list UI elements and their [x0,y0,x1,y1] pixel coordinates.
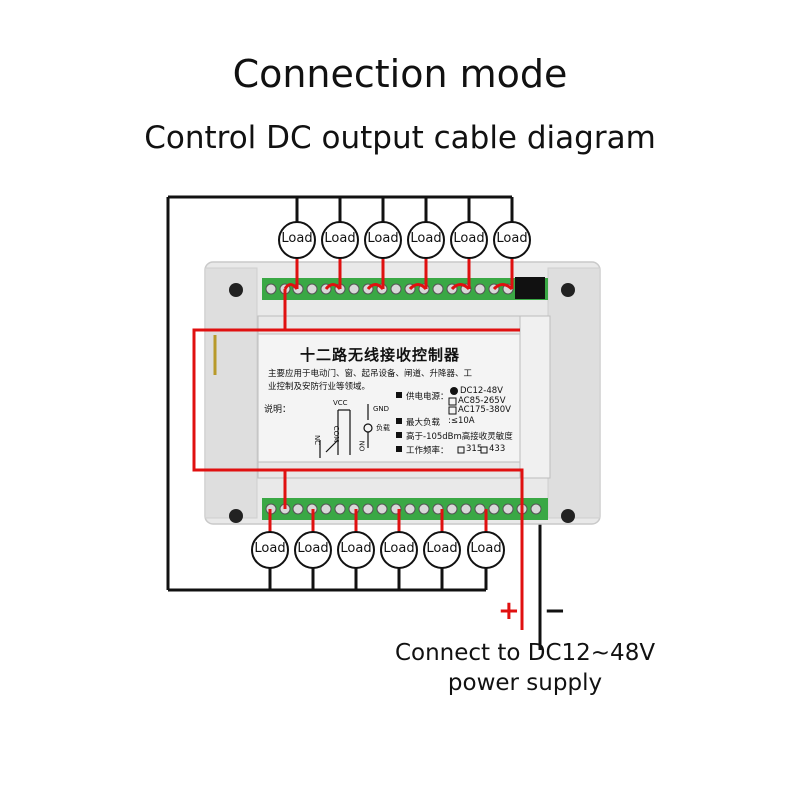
max-load-value: :≤10A [448,416,475,426]
load-circle [251,531,289,569]
load-circle [294,531,332,569]
bottom-load-red-wires [268,509,488,532]
load-circle [337,531,375,569]
antenna-connector [515,277,545,299]
dc-selected-dot [450,387,458,395]
sensitivity-spec: 高于-105dBm高接收灵敏度 [406,432,513,442]
load-label-bottom-1: Load [254,541,286,556]
load-label-bottom-3: Load [340,541,372,556]
load-label-top-4: Load [410,231,442,246]
load-label-top-5: Load [453,231,485,246]
top-terminal-jumpers [283,283,514,291]
pin-com: COM [332,425,341,443]
board-title: 十二路无线接收控制器 [300,346,461,364]
power-caption-line2: power supply [447,670,603,696]
load-cn-label: 负载 [376,424,390,432]
power-select-boxes [396,392,402,452]
mount-hole [561,283,575,297]
bottom-load-black-drops [268,568,488,590]
power-label: 供电电源： [406,392,449,402]
board-note-label: 说明： [264,405,292,415]
load-circle [450,221,488,259]
pin-no: NO [357,440,366,452]
load-label-top-3: Load [367,231,399,246]
top-loads [278,221,531,259]
board-description: 主要应用于电动门、窗、起吊设备、闸道、升降器、工业控制及安防行业等领域。 [268,369,473,392]
pin-nc: NC [313,434,322,446]
label-panel [257,315,521,479]
mount-hole [229,509,243,523]
load-circle [423,531,461,569]
load-circle [493,221,531,259]
load-circle [467,531,505,569]
red-common-loop [192,289,524,630]
pin-vcc: VCC [333,399,348,407]
load-circle [321,221,359,259]
freq-option-315: 315 [466,444,483,454]
power-option-dc: DC12-48V [460,386,503,396]
load-circle [278,221,316,259]
load-circle [407,221,445,259]
power-option-ac1: AC85-265V [458,396,506,406]
top-load-black-drops [295,197,514,222]
freq-label: 工作频率： [406,446,449,456]
load-label-bottom-2: Load [297,541,329,556]
bottom-terminal-screws [265,503,542,515]
load-label-bottom-4: Load [383,541,415,556]
mount-hole [561,509,575,523]
load-circle [364,221,402,259]
side-panel [519,315,551,479]
load-label-top-1: Load [281,231,313,246]
positive-terminal-sign: + [498,596,520,626]
page-title: Connection mode [232,52,568,96]
load-label-bottom-6: Load [470,541,502,556]
page-subtitle: Control DC output cable diagram [144,120,656,156]
load-label-bottom-5: Load [426,541,458,556]
load-circle [380,531,418,569]
mount-hole [229,283,243,297]
pin-gnd: GND [373,405,390,413]
load-label-top-2: Load [324,231,356,246]
freq-option-433: 433 [489,444,506,454]
top-load-red-wires [295,258,514,289]
load-label-top-6: Load [496,231,528,246]
bottom-loads [251,531,505,569]
relay-schematic [319,404,373,458]
max-load-label: 最大负载 [406,418,441,428]
power-caption-line1: Connect to DC12~48V [394,640,656,666]
power-option-ac2: AC175-380V [458,405,511,415]
negative-terminal-sign: − [544,596,566,626]
